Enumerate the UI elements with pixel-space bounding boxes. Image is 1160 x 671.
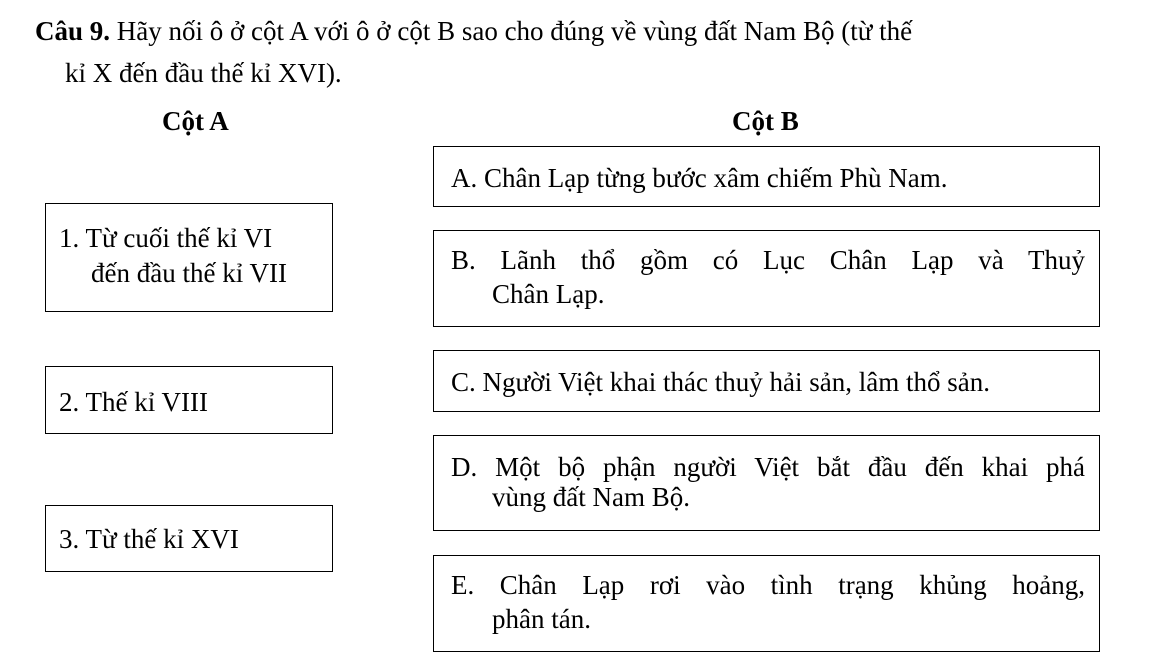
item-text: D. Một bộ phận người Việt bắt đầu đến kh… xyxy=(451,452,1085,482)
question-line-1: Câu 9. Hãy nối ô ở cột A với ô ở cột B s… xyxy=(35,14,912,48)
column-a-header: Cột A xyxy=(162,106,229,136)
question-line-2: kỉ X đến đầu thế kỉ XVI). xyxy=(65,58,342,88)
column-b-item-e[interactable]: E. Chân Lạp rơi vào tình trạng khủng hoả… xyxy=(433,555,1100,652)
item-text: A. Chân Lạp từng bước xâm chiếm Phù Nam. xyxy=(451,163,948,193)
item-text: phân tán. xyxy=(492,604,591,634)
item-text: B. Lãnh thổ gồm có Lục Chân Lạp và Thuỷ xyxy=(451,245,1085,275)
item-text: vùng đất Nam Bộ. xyxy=(492,482,690,512)
item-text: Chân Lạp. xyxy=(492,279,605,309)
item-text: 1. Từ cuối thế kỉ VI xyxy=(59,223,273,253)
column-a-item-1[interactable]: 1. Từ cuối thế kỉ VI đến đầu thế kỉ VII xyxy=(45,203,333,312)
question-label: Câu 9. xyxy=(35,16,111,46)
item-text: E. Chân Lạp rơi vào tình trạng khủng hoả… xyxy=(451,570,1085,600)
item-text: đến đầu thế kỉ VII xyxy=(91,258,287,288)
column-b-header: Cột B xyxy=(732,106,799,136)
question-text: Hãy nối ô ở cột A với ô ở cột B sao cho … xyxy=(116,16,913,46)
column-b-item-c[interactable]: C. Người Việt khai thác thuỷ hải sản, lâ… xyxy=(433,350,1100,412)
column-b-item-b[interactable]: B. Lãnh thổ gồm có Lục Chân Lạp và Thuỷ … xyxy=(433,230,1100,327)
column-a-item-3[interactable]: 3. Từ thế kỉ XVI xyxy=(45,505,333,572)
item-text: 2. Thế kỉ VIII xyxy=(59,387,208,417)
column-a-item-2[interactable]: 2. Thế kỉ VIII xyxy=(45,366,333,434)
column-b-item-d[interactable]: D. Một bộ phận người Việt bắt đầu đến kh… xyxy=(433,435,1100,531)
item-text: 3. Từ thế kỉ XVI xyxy=(59,524,239,554)
item-text: C. Người Việt khai thác thuỷ hải sản, lâ… xyxy=(451,367,990,397)
column-b-item-a[interactable]: A. Chân Lạp từng bước xâm chiếm Phù Nam. xyxy=(433,146,1100,207)
